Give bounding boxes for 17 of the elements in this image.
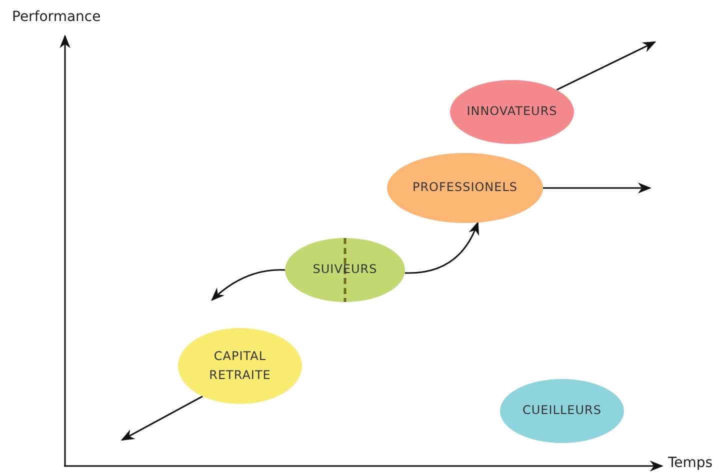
arrow [120, 396, 203, 441]
node-label: SUIVEURS [312, 261, 378, 278]
node-label: INNOVATEURS [466, 103, 558, 120]
node-label: CUEILLEURS [522, 402, 602, 420]
axis-label: Performance [12, 9, 101, 25]
arrow [211, 269, 286, 301]
arrow [543, 182, 652, 194]
arrow [556, 41, 656, 91]
node-label: PROFESSIONELS [412, 179, 518, 196]
ellipse-node [178, 328, 302, 404]
axis-label: Temps [668, 455, 713, 471]
node-label: CAPITAL RETRAITE [208, 348, 272, 384]
ellipse-node [450, 80, 574, 144]
ellipse-node [500, 379, 624, 443]
ellipse-node [285, 238, 405, 302]
ellipse-node [387, 153, 543, 223]
arrow [404, 221, 479, 274]
